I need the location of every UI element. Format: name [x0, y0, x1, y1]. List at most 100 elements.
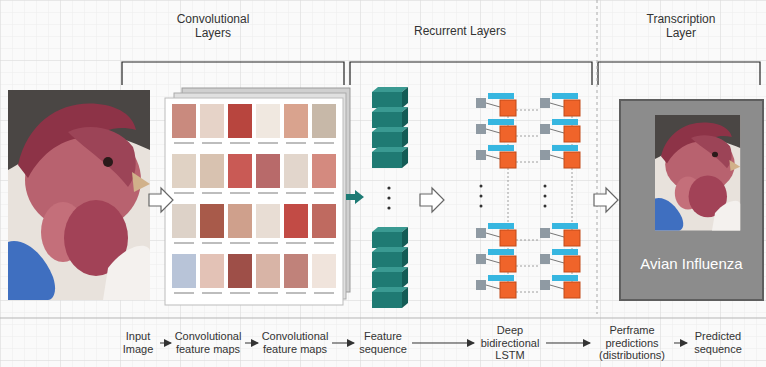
lstm-grid [540, 249, 580, 272]
node-text: Predicted sequence [689, 330, 747, 355]
feature-map-collage [258, 142, 278, 144]
hollow-arrow [149, 188, 618, 212]
hollow-arrow [149, 188, 173, 212]
lstm-grid [476, 223, 516, 246]
lstm-grid [476, 275, 516, 298]
feature-map-collage [172, 154, 196, 188]
feature-map-collage [314, 242, 334, 244]
lstm-grid [544, 185, 547, 188]
node-text: Convolutional feature maps [260, 330, 330, 355]
node-text: Convolutional feature maps [173, 330, 243, 355]
feature-map-collage [314, 142, 334, 144]
lstm-grid [516, 266, 540, 267]
lstm-grid [476, 93, 516, 116]
feature-map-collage [174, 242, 194, 244]
lstm-grid [480, 185, 547, 208]
layer-label: Transcription Layer [635, 12, 727, 41]
lstm-grid [540, 223, 580, 246]
lstm-grid [540, 275, 580, 298]
feature-map-collage [172, 254, 196, 288]
node-text: Input Image [118, 330, 158, 355]
feature-sequence-block [372, 87, 408, 108]
lstm-grid [516, 110, 540, 111]
feature-map-collage [314, 292, 334, 294]
feature-map-collage [312, 254, 336, 288]
feature-sequence-block [372, 87, 408, 308]
node-text: Deep bidirectional LSTM [476, 324, 544, 362]
feature-map-collage [200, 254, 224, 288]
feature-map-collage [312, 204, 336, 238]
layer-bracket [598, 62, 760, 85]
feature-map-collage [284, 204, 308, 238]
hollow-arrow [594, 188, 618, 212]
divider-line [0, 318, 766, 319]
layer-bracket [350, 62, 592, 85]
feature-map-collage [230, 242, 250, 244]
lstm-grid [480, 195, 483, 198]
lstm-grid [476, 145, 516, 168]
feature-map-collage [284, 154, 308, 188]
feature-sequence-block [372, 127, 408, 148]
node-text: Feature sequence [356, 330, 410, 355]
hollow-arrow [420, 188, 444, 212]
feature-map-collage [202, 142, 222, 144]
flow-arrow [245, 343, 258, 344]
feature-sequence-block [372, 107, 408, 128]
feature-sequence-block [387, 196, 390, 199]
layer-bracket [122, 62, 344, 85]
flow-arrow [674, 342, 687, 343]
feature-map-collage [202, 292, 222, 294]
feature-map-collage [230, 142, 250, 144]
stage-label: Deep bidirectional LSTM [476, 324, 544, 362]
lstm-grid [516, 292, 540, 293]
stage-label: Convolutional feature maps [260, 330, 330, 355]
result-panel-ground [620, 100, 763, 300]
feature-map-collage [174, 142, 334, 294]
feature-sequence-block [372, 147, 408, 168]
feature-map-collage [256, 204, 280, 238]
feature-map-collage [286, 242, 306, 244]
flow-arrow [346, 190, 364, 204]
feature-sequence-block [372, 287, 408, 308]
lstm-grid [544, 195, 547, 198]
lstm-grid [476, 249, 516, 272]
lstm-grid [516, 162, 540, 163]
feature-map-collage [174, 192, 194, 194]
feature-map-collage [312, 154, 336, 188]
stage-label: Convolutional feature maps [173, 330, 243, 355]
lstm-grid [476, 93, 580, 300]
feature-map-collage [230, 192, 250, 194]
feature-map-collage [172, 204, 196, 238]
stage-label: Input Image [118, 330, 158, 355]
stage-label: Feature sequence [356, 330, 410, 355]
feature-map-collage [172, 104, 336, 288]
layer-label: Recurrent Layers [390, 24, 530, 38]
feature-map-collage [202, 192, 222, 194]
flow-arrow [332, 343, 354, 344]
feature-map-collage [200, 104, 224, 138]
node-text: Avian Influenza [640, 255, 742, 272]
feature-map-collage [165, 98, 343, 305]
feature-map-collage [228, 204, 252, 238]
feature-map-collage [202, 242, 222, 244]
flow-arrow [546, 342, 590, 343]
lstm-grid [516, 240, 540, 241]
feature-map-collage [256, 254, 280, 288]
feature-map-collage [286, 142, 306, 144]
feature-map-collage [256, 104, 280, 138]
divider-line [597, 0, 598, 314]
feature-map-collage [228, 154, 252, 188]
result-panel: Avian Influenza [620, 100, 763, 300]
feature-map-collage [258, 192, 278, 194]
feature-map-collage [286, 192, 306, 194]
feature-map-collage [258, 292, 278, 294]
lstm-grid [480, 205, 483, 208]
layer-bracket [122, 62, 760, 85]
lstm-grid [540, 145, 580, 168]
feature-map-collage [314, 192, 334, 194]
feature-sequence-block [387, 206, 390, 209]
